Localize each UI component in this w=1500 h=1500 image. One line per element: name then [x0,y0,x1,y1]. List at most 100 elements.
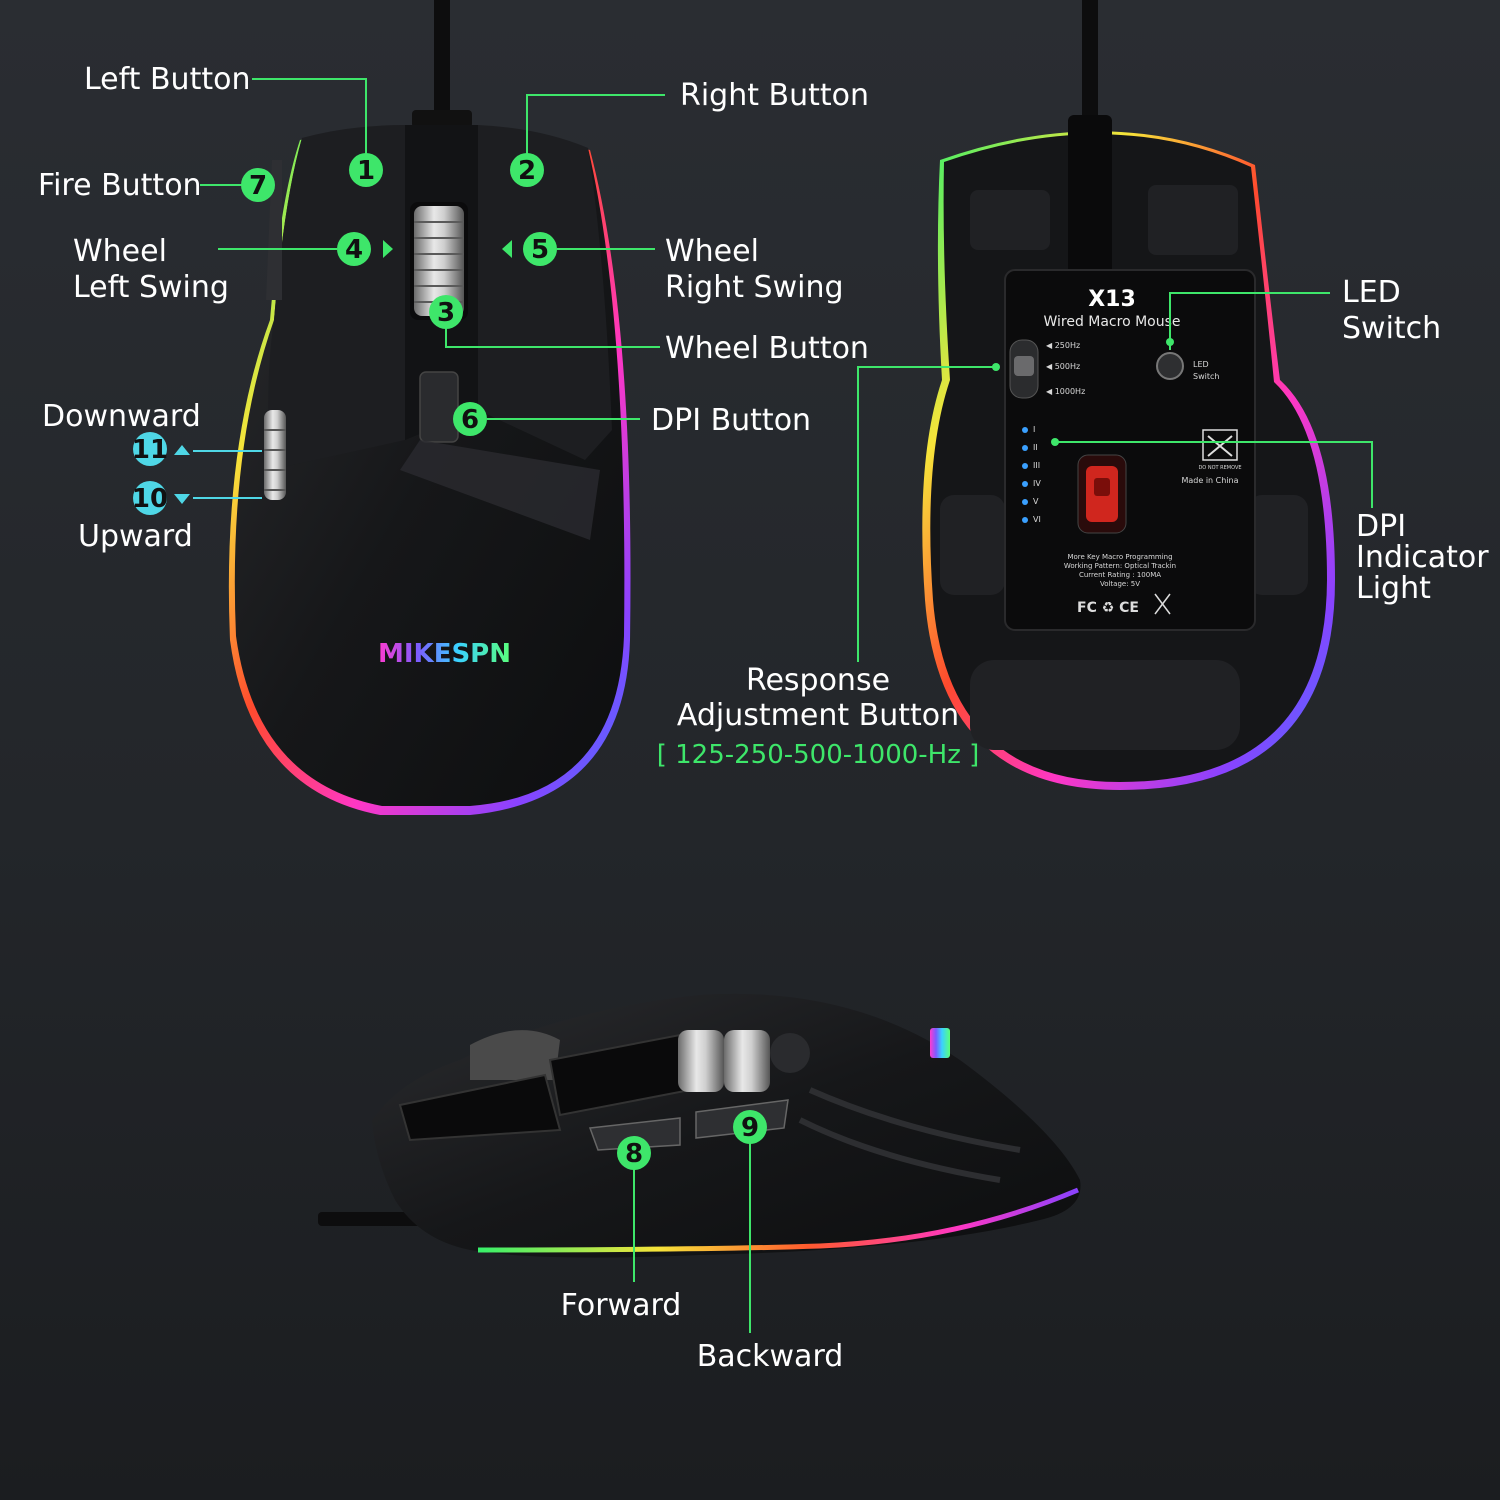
dpi-led [1022,463,1028,469]
rate-250-label: ◀ 250Hz [1046,341,1080,350]
badge-1: 1 [349,153,383,187]
arrow-down-icon [174,494,190,504]
spec-line: Working Pattern: Optical Trackin [1064,562,1176,570]
left-button-panel [268,125,405,470]
certification-marks: FC ♻ CE [1077,600,1139,616]
spec-line: More Key Macro Programming [1067,553,1172,561]
side-wheel-ridges [264,429,286,491]
label-wheel-left-line1: Wheel [73,234,167,269]
dpi-led [1022,517,1028,523]
label-led-switch-line2: Switch [1342,311,1441,346]
label-forward: Forward [561,1288,682,1323]
glide-pad-top-left [970,190,1050,250]
svg-text:2: 2 [518,156,536,186]
label-wheel-button: Wheel Button [665,331,869,366]
rate-500-label: ◀ 500Hz [1046,362,1080,371]
cable-top [434,0,450,118]
callout-right-button [526,94,665,170]
callout-led-switch [1169,292,1330,350]
label-right-button: Right Button [680,78,869,113]
label-response-line2: Adjustment Button [677,698,959,733]
brand-logo: MIKESPN [378,639,511,669]
dpi-level-label: I [1033,425,1035,434]
model-name: X13 [1088,287,1136,312]
callout-dot [992,363,1000,371]
arrow-right-icon [383,240,393,258]
callout-dpi-light [1055,441,1373,508]
led-switch-button[interactable] [1156,352,1184,380]
badge-11: 11 [132,432,168,466]
label-dpi-light-line1: DPI [1356,509,1406,544]
side-roller-1 [678,1030,724,1092]
label-response-range: [ 125-250-500-1000-Hz ] [657,740,980,770]
led-switch-plate-label-1: LED [1193,360,1209,369]
glide-pad-bottom [970,660,1240,750]
badge-9: 9 [733,1110,767,1144]
svg-text:9: 9 [741,1113,759,1143]
labels: Left Button Right Button Fire Button Whe… [38,62,1489,1374]
mouse-side-view [318,993,1081,1258]
dpi-led [1022,427,1028,433]
number-badges: 1 2 3 4 5 6 7 8 9 10 11 [132,153,767,1170]
response-switch-knob[interactable] [1014,356,1034,376]
badge-4: 4 [337,232,371,266]
model-subtitle: Wired Macro Mouse [1043,314,1180,330]
label-led-switch-line1: LED [1342,275,1401,310]
dpi-led [1022,481,1028,487]
cable-channel [1068,115,1112,275]
callout-dot [1166,338,1174,346]
led-switch-plate-label-2: Switch [1193,372,1219,381]
callout-response [857,366,996,662]
svg-text:10: 10 [132,484,168,514]
callout-lines [193,78,1373,1333]
label-dpi-button: DPI Button [651,403,811,438]
callout-left-button [252,78,367,154]
label-backward: Backward [697,1339,844,1374]
badge-10: 10 [132,481,168,515]
label-wheel-right-line1: Wheel [665,234,759,269]
label-left-button: Left Button [84,62,250,97]
label-plate [1004,269,1256,631]
badge-6: 6 [453,402,487,436]
callout-dot [1051,438,1059,446]
label-upward: Upward [78,519,193,554]
do-not-remove-text: DO NOT REMOVE [1198,465,1241,471]
dpi-button-shape [419,371,459,443]
forward-button-shape[interactable] [588,1117,681,1151]
svg-text:3: 3 [437,298,455,328]
label-downward: Downward [42,399,201,434]
made-in-text: Made in China [1181,476,1238,485]
side-thumb-dome [770,1033,810,1073]
dpi-level-label: VI [1033,515,1041,524]
badge-2: 2 [510,153,544,187]
side-roller-2 [724,1030,770,1092]
tools-icon-mark [1207,435,1233,457]
label-fire-button: Fire Button [38,168,202,203]
side-grip-ridge [808,1087,1021,1153]
svg-text:4: 4 [345,235,363,265]
right-button-panel [478,125,612,460]
rate-1000-label: ◀ 1000Hz [1046,387,1085,396]
dpi-led [1022,499,1028,505]
dpi-level-label: IV [1033,479,1041,488]
mouse-bottom-view: X13 Wired Macro Mouse ◀ 250Hz ◀ 500Hz ◀ … [922,0,1335,790]
cable-bottom-view [1082,0,1098,130]
side-left-panel [398,1073,562,1142]
badge-8: 8 [617,1136,651,1170]
spec-line: Current Rating : 100MA [1079,571,1161,579]
arrow-up-icon [174,445,190,455]
badge-3: 3 [429,295,463,329]
mouse-side-rgb-strip [477,1187,1079,1253]
badge-7: 7 [241,168,275,202]
svg-text:5: 5 [531,235,549,265]
dpi-level-label: V [1033,497,1039,506]
spec-line: Voltage: 5V [1100,580,1140,588]
glide-pad-top-right [1148,185,1238,255]
rear-wheel [470,1030,560,1080]
svg-text:1: 1 [357,156,375,186]
label-dpi-light-line2: Indicator [1356,540,1489,575]
glide-pad-right [1248,495,1308,595]
label-dpi-light-line3: Light [1356,571,1431,606]
callout-wheel-button [445,328,660,348]
